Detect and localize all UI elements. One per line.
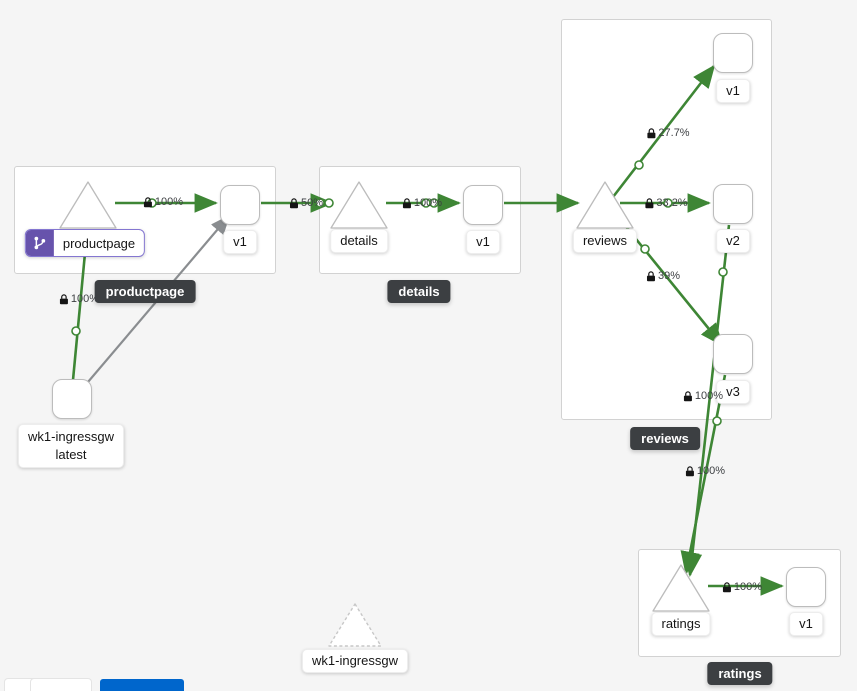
node-reviews-v1[interactable] — [713, 33, 753, 73]
group-label-details[interactable]: details — [387, 280, 451, 303]
node-label-ingressgw-workload: wk1-ingressgw latest — [18, 424, 124, 468]
node-label-text: productpage — [62, 235, 136, 251]
edge-label-reviews-to-v1: 27.7% — [646, 127, 690, 139]
lock-icon — [685, 465, 695, 477]
node-shape — [463, 185, 503, 225]
node-label-ratings-v1: v1 — [789, 612, 823, 636]
lock-icon — [646, 127, 656, 139]
edge-label-text: 100% — [154, 196, 184, 208]
lock-icon — [59, 293, 69, 305]
lock-icon — [402, 197, 412, 209]
node-reviews-v2[interactable] — [713, 184, 753, 224]
node-label-reviews-v1: v1 — [716, 79, 750, 103]
edge-label-ratings-to-v1: 100% — [722, 581, 762, 593]
lock-icon — [722, 581, 732, 593]
edge-label-text: 50% — [300, 197, 324, 209]
node-label-ratings-app: ratings — [651, 612, 711, 636]
group-label-ratings[interactable]: ratings — [707, 662, 773, 685]
node-label-details-v1: v1 — [466, 230, 500, 254]
bottom-toolbar[interactable] — [0, 677, 260, 691]
node-label-reviews-v2: v2 — [716, 229, 750, 253]
group-label-reviews[interactable]: reviews — [630, 427, 700, 450]
edge-label-text: 100% — [694, 390, 724, 402]
node-label-details-app: details — [330, 229, 388, 253]
node-label-reviews-app: reviews — [572, 229, 638, 253]
lock-icon — [683, 390, 693, 402]
edge-label-text: 100% — [413, 197, 443, 209]
group-label-productpage[interactable]: productpage — [94, 280, 196, 303]
node-shape — [786, 567, 826, 607]
toolbar-chip-2[interactable] — [30, 678, 92, 691]
edge-label-text: 100% — [696, 465, 726, 477]
edge-label-text: 39% — [657, 270, 681, 282]
lock-icon — [289, 197, 299, 209]
edge-label-details-to-v1: 100% — [402, 197, 442, 209]
node-shape — [713, 184, 753, 224]
node-shape — [52, 379, 92, 419]
node-label-productpage-app[interactable]: productpage — [24, 229, 146, 257]
wk1-ingressgw-idle-triangle[interactable] — [328, 603, 382, 647]
edge-label-reviews-to-v2: 33.2% — [644, 197, 688, 209]
lock-icon — [646, 270, 656, 282]
node-ratings-v1[interactable] — [786, 567, 826, 607]
node-label-productpage-v1: v1 — [223, 230, 257, 254]
lock-icon — [143, 196, 153, 208]
edge-label-text: 100% — [70, 293, 100, 305]
node-shape — [713, 334, 753, 374]
lock-icon — [644, 197, 654, 209]
edge-label-reviews-v3-to-ratings: 100% — [685, 465, 725, 477]
node-label-line2: latest — [55, 447, 87, 462]
node-ingressgw-workload[interactable] — [52, 379, 92, 419]
edge-label-text: 27.7% — [658, 127, 690, 139]
node-productpage-v1[interactable] — [220, 185, 260, 225]
edge-label-text: 33.2% — [656, 197, 688, 209]
node-shape — [713, 33, 753, 73]
node-label-line1: wk1-ingressgw — [28, 429, 114, 444]
node-reviews-v3[interactable] — [713, 334, 753, 374]
node-label-reviews-v3: v3 — [716, 380, 750, 404]
node-details-v1[interactable] — [463, 185, 503, 225]
node-label-wk1-ingressgw-idle: wk1-ingressgw — [302, 649, 408, 673]
edge-label-productpage-to-v1: 100% — [143, 196, 183, 208]
edge-label-text: 100% — [733, 581, 763, 593]
edge-label-productpage-v1-to-details: 50% — [289, 197, 323, 209]
code-branch-icon — [25, 230, 54, 256]
node-shape — [220, 185, 260, 225]
edge-label-reviews-v2-to-ratings: 100% — [683, 390, 723, 402]
edge-label-ingressgw-to-productpage: 100% — [59, 293, 99, 305]
edge-label-reviews-to-v3: 39% — [646, 270, 680, 282]
toolbar-primary-button[interactable] — [100, 679, 184, 691]
